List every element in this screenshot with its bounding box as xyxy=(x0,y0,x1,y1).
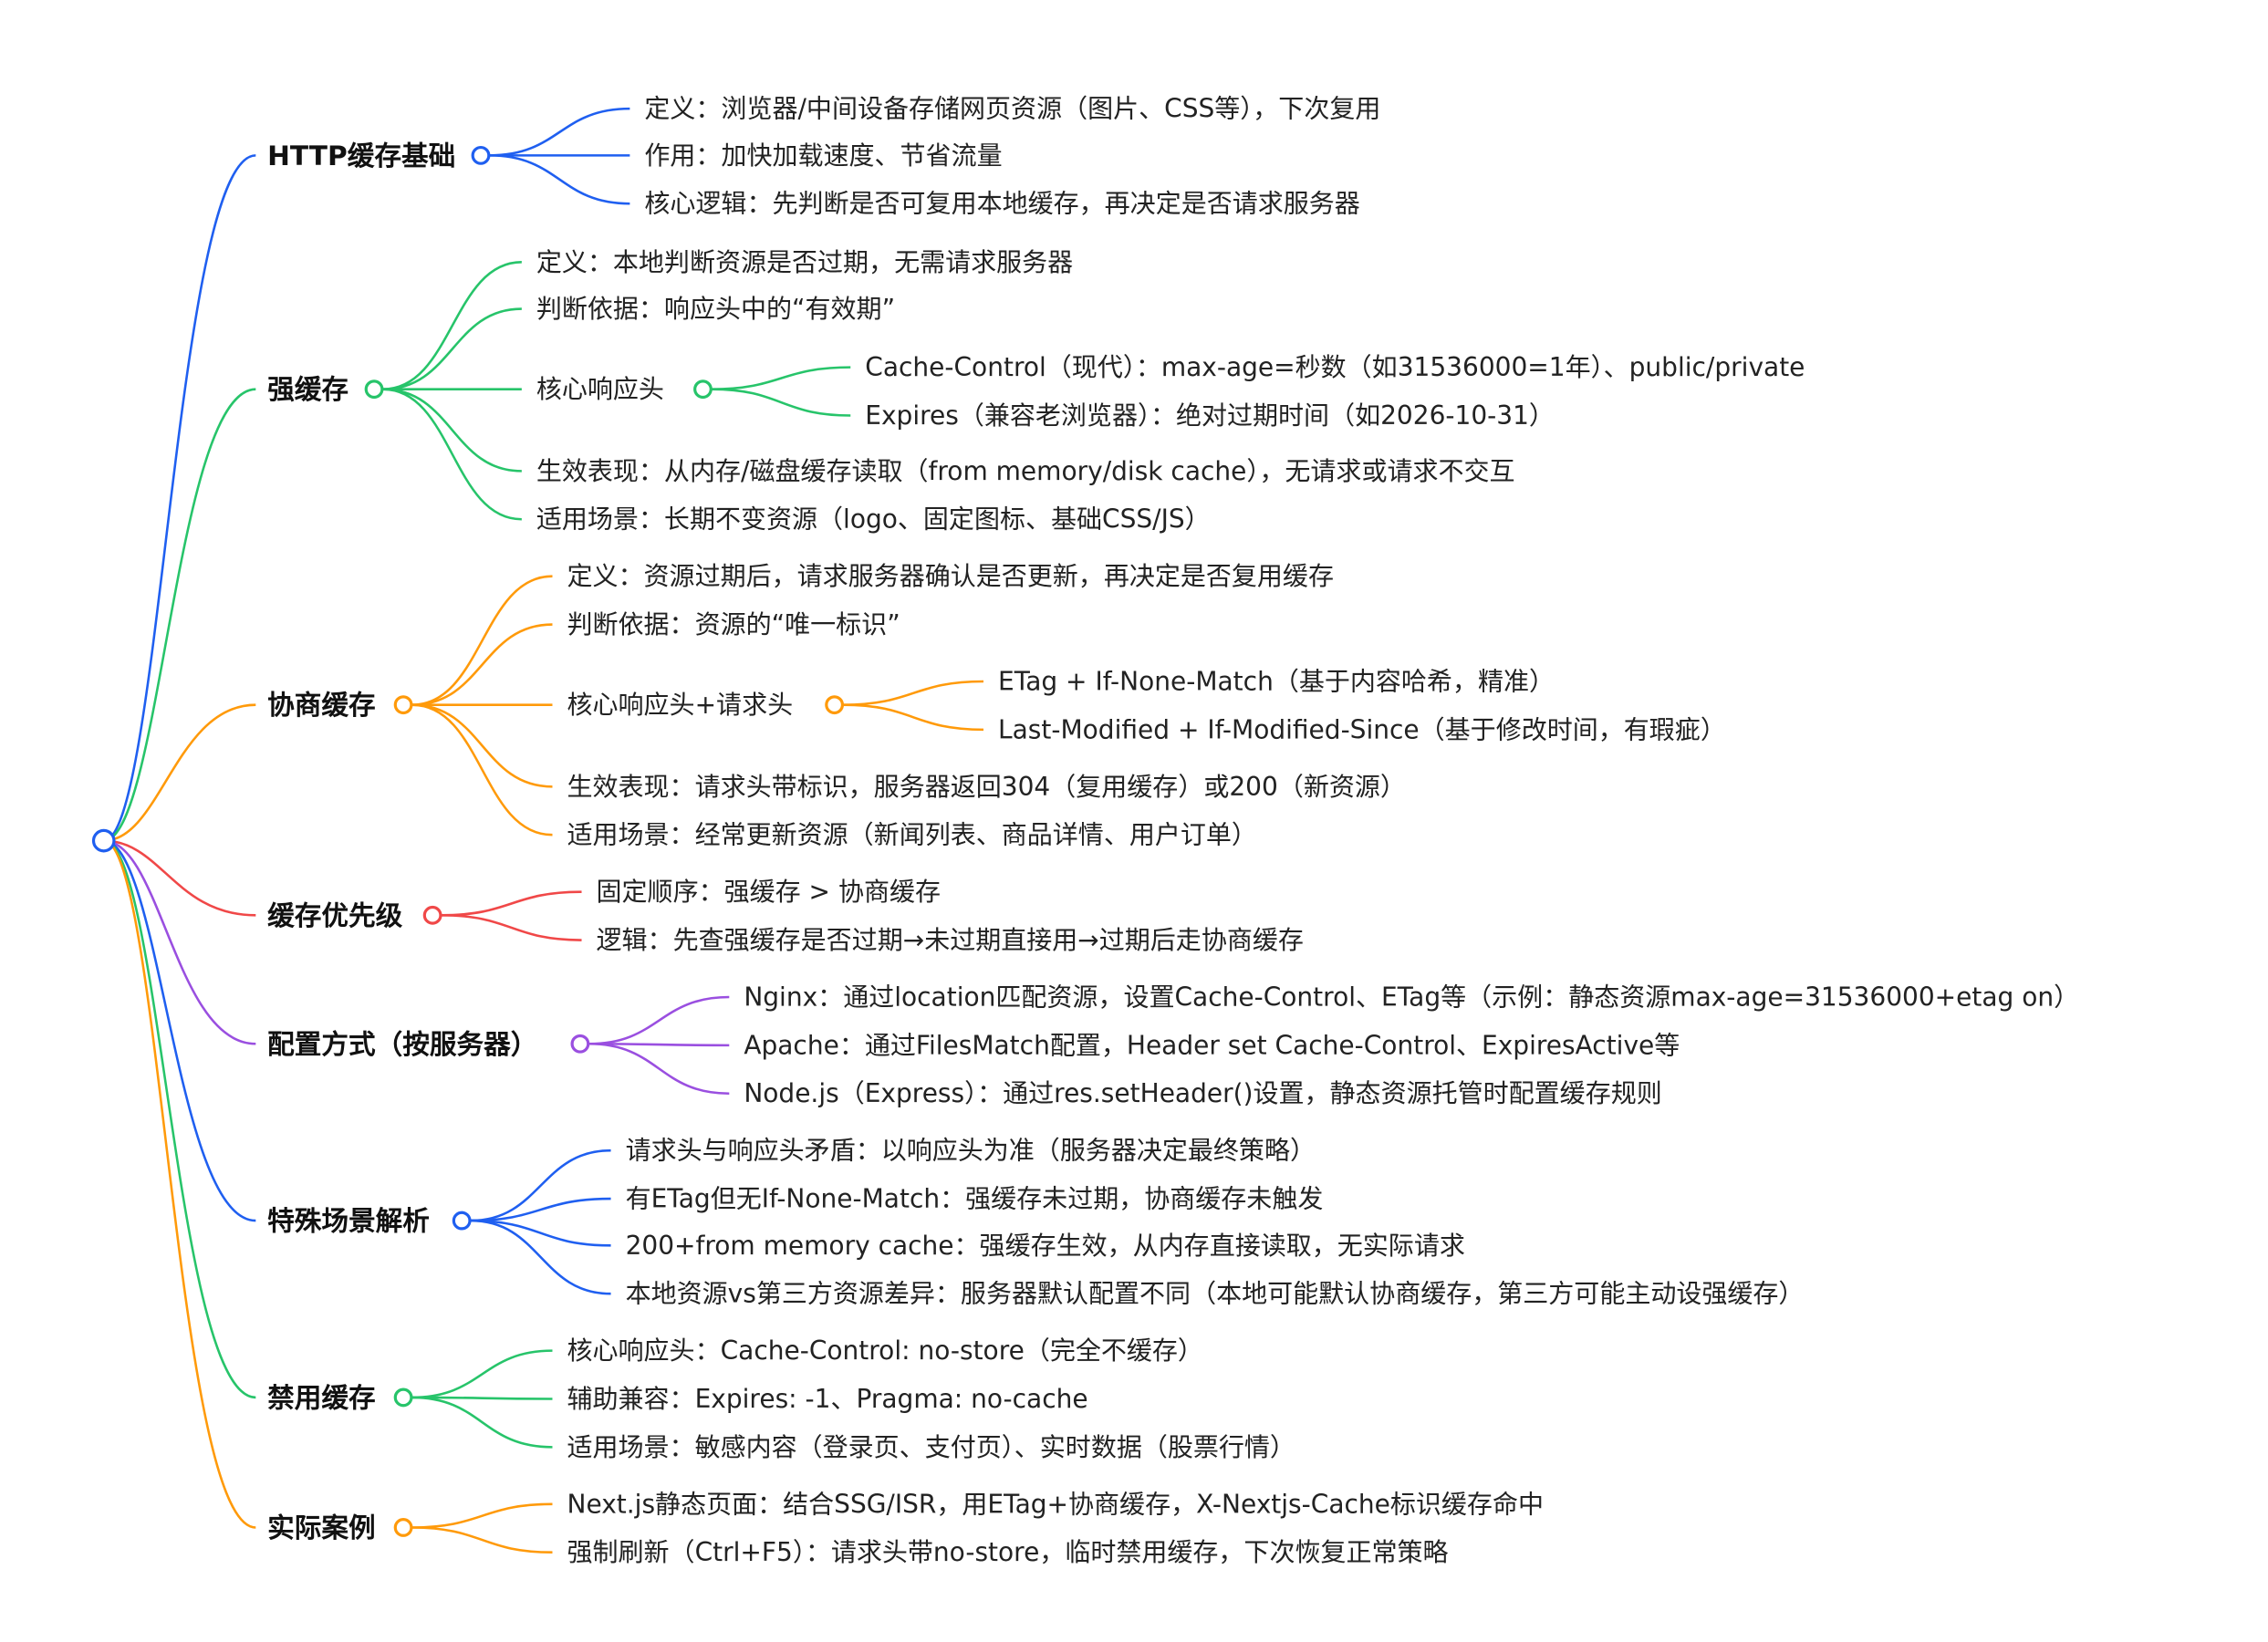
root-branch-link xyxy=(103,839,256,1045)
child-link xyxy=(411,1349,553,1399)
branch-label[interactable]: 特殊场景解析 xyxy=(267,1205,430,1237)
nodes: HTTP缓存基础 定义：浏览器/中间设备存储网页资源（图片、CSS等），下次复用作… xyxy=(267,94,2079,1568)
child-link xyxy=(441,890,582,917)
child-link xyxy=(382,388,522,473)
child-link xyxy=(411,623,553,706)
child-link xyxy=(588,1042,730,1047)
branch-node[interactable] xyxy=(364,379,384,400)
child-link xyxy=(588,1042,730,1096)
branch-label[interactable]: 实际案例 xyxy=(267,1512,376,1543)
root-branch-link xyxy=(103,839,256,1529)
branch-label[interactable]: 强缓存 xyxy=(267,373,349,405)
subbranch-node[interactable] xyxy=(825,695,845,715)
leaf-label[interactable]: 辅助兼容：Expires: -1、Pragma: no-cache xyxy=(567,1384,1088,1414)
leaf-label[interactable]: Cache-Control（现代）：max-age=秒数（如31536000=1… xyxy=(865,352,1805,382)
leaf-label[interactable]: 生效表现：从内存/磁盘缓存读取（from memory/disk cache），… xyxy=(536,456,1515,486)
child-link xyxy=(411,1526,553,1554)
child-link xyxy=(382,388,522,521)
leaf-label[interactable]: 适用场景：敏感内容（登录页、支付页）、实时数据（股票行情） xyxy=(567,1432,1295,1462)
leaf-label[interactable]: 有ETag但无If-None-Match：强缓存未过期，协商缓存未触发 xyxy=(626,1184,1324,1214)
child-link xyxy=(411,1396,553,1449)
leaf-label[interactable]: Last-Modified + If-Modified-Since（基于修改时间… xyxy=(998,714,1726,744)
child-link xyxy=(588,995,730,1045)
leaf-label[interactable]: Node.js（Express）：通过res.setHeader()设置，静态资… xyxy=(744,1078,1661,1108)
child-link xyxy=(411,703,553,837)
root-branch-link xyxy=(103,839,256,1222)
branch-node[interactable] xyxy=(570,1034,590,1054)
child-link xyxy=(470,1219,611,1295)
leaf-label[interactable]: 适用场景：经常更新资源（新闻列表、商品详情、用户订单） xyxy=(567,820,1257,850)
leaf-label[interactable]: 逻辑：先查强缓存是否过期→未过期直接用→过期后走协商缓存 xyxy=(597,925,1304,955)
root-branch-link xyxy=(103,154,256,842)
child-link xyxy=(411,1396,553,1400)
branch-label[interactable]: 禁用缓存 xyxy=(267,1381,376,1413)
child-link xyxy=(489,107,630,157)
root-branch-link xyxy=(103,703,256,842)
branch-label[interactable]: 协商缓存 xyxy=(267,689,376,721)
leaf-label[interactable]: 判断依据：响应头中的“有效期” xyxy=(536,294,895,324)
leaf-label[interactable]: Next.js静态页面：结合SSG/ISR，用ETag+协商缓存，X-Nextj… xyxy=(567,1489,1544,1519)
root-branch-link xyxy=(103,839,256,917)
child-link xyxy=(382,261,522,390)
branch-node[interactable] xyxy=(422,905,442,925)
grandchild-link xyxy=(712,388,851,417)
child-link xyxy=(382,307,522,390)
leaf-label[interactable]: 定义：浏览器/中间设备存储网页资源（图片、CSS等），下次复用 xyxy=(644,94,1380,124)
leaf-label[interactable]: 200+from memory cache：强缓存生效，从内存直接读取，无实际请… xyxy=(626,1231,1465,1261)
leaf-label[interactable]: 判断依据：资源的“唯一标识” xyxy=(567,609,900,639)
branch-node[interactable] xyxy=(393,1518,413,1537)
branch-label[interactable]: 缓存优先级 xyxy=(267,899,402,931)
child-link xyxy=(489,154,630,205)
branch-node[interactable] xyxy=(452,1211,472,1231)
leaf-label[interactable]: ETag + If-None-Match（基于内容哈希，精准） xyxy=(998,667,1555,697)
leaf-label[interactable]: 核心响应头+请求头 xyxy=(567,690,794,720)
branch-label[interactable]: 配置方式（按服务器） xyxy=(267,1028,537,1060)
child-link xyxy=(470,1197,611,1222)
leaf-label[interactable]: 固定顺序：强缓存 > 协商缓存 xyxy=(597,877,941,907)
grandchild-link xyxy=(712,366,851,390)
root-branch-link xyxy=(103,839,256,1399)
leaf-label[interactable]: 强制刷新（Ctrl+F5）：请求头带no-store，临时禁用缓存，下次恢复正常… xyxy=(567,1537,1449,1567)
branch-node[interactable] xyxy=(471,145,491,165)
child-link xyxy=(470,1219,611,1247)
child-link xyxy=(411,1502,553,1529)
leaf-label[interactable]: 请求头与响应头矛盾：以响应头为准（服务器决定最终策略） xyxy=(626,1136,1316,1166)
leaf-label[interactable]: 定义：本地判断资源是否过期，无需请求服务器 xyxy=(536,247,1073,277)
child-link xyxy=(441,914,582,941)
child-link xyxy=(411,703,553,788)
subbranch-node[interactable] xyxy=(693,379,713,400)
grandchild-link xyxy=(843,703,984,732)
leaf-label[interactable]: 核心逻辑：先判断是否可复用本地缓存，再决定是否请求服务器 xyxy=(644,189,1359,219)
root-branch-link xyxy=(103,388,256,842)
grandchild-link xyxy=(843,680,984,706)
leaf-label[interactable]: 适用场景：长期不变资源（logo、固定图标、基础CSS/JS） xyxy=(536,504,1211,535)
leaf-label[interactable]: Apache：通过FilesMatch配置，Header set Cache-C… xyxy=(744,1030,1680,1060)
leaf-label[interactable]: 核心响应头 xyxy=(536,374,664,404)
leaf-label[interactable]: 核心响应头：Cache-Control: no-store（完全不缓存） xyxy=(567,1335,1203,1366)
leaf-label[interactable]: 定义：资源过期后，请求服务器确认是否更新，再决定是否复用缓存 xyxy=(567,561,1334,591)
leaf-label[interactable]: 作用：加快加载速度、节省流量 xyxy=(644,140,1002,171)
branch-node[interactable] xyxy=(393,1387,413,1408)
child-link xyxy=(411,575,553,706)
branch-node[interactable] xyxy=(393,695,413,715)
leaf-label[interactable]: 生效表现：请求头带标识，服务器返回304（复用缓存）或200（新资源） xyxy=(567,772,1406,802)
leaf-label[interactable]: Expires（兼容老浏览器）：绝对过期时间（如2026-10-31） xyxy=(865,400,1555,431)
branch-label[interactable]: HTTP缓存基础 xyxy=(267,140,455,171)
child-link xyxy=(470,1148,611,1222)
connectors xyxy=(103,107,984,1554)
leaf-label[interactable]: 本地资源vs第三方资源差异：服务器默认配置不同（本地可能默认协商缓存，第三方可能… xyxy=(626,1279,1805,1309)
root-node[interactable] xyxy=(91,828,116,853)
leaf-label[interactable]: Nginx：通过location匹配资源，设置Cache-Control、ETa… xyxy=(744,982,2079,1013)
